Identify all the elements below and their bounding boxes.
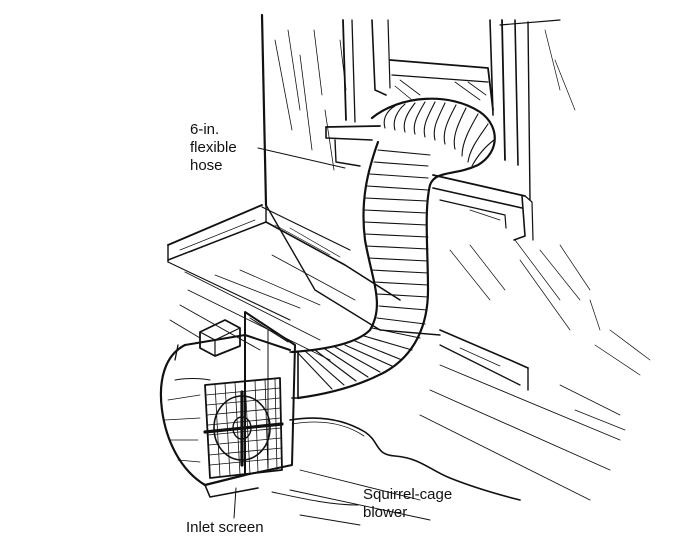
inlet-screen-leader-line: [233, 487, 237, 519]
blower-leader-line: [271, 491, 359, 506]
wall: [260, 13, 651, 376]
floor: [167, 254, 626, 526]
inlet-screen: [203, 377, 284, 479]
flexible-hose: [290, 97, 496, 400]
window: [342, 19, 531, 201]
baseboard: [167, 204, 529, 391]
leader-lines: [233, 147, 359, 519]
window-sill: [325, 125, 534, 241]
blower-housing: [159, 311, 299, 498]
hose-label: 6-in. flexible hose: [190, 121, 237, 174]
hose-leader-line: [257, 147, 346, 169]
power-cord: [289, 417, 521, 501]
blower-label: Squirrel-cage blower: [363, 486, 453, 521]
inlet-screen-label: Inlet screen: [186, 519, 264, 536]
